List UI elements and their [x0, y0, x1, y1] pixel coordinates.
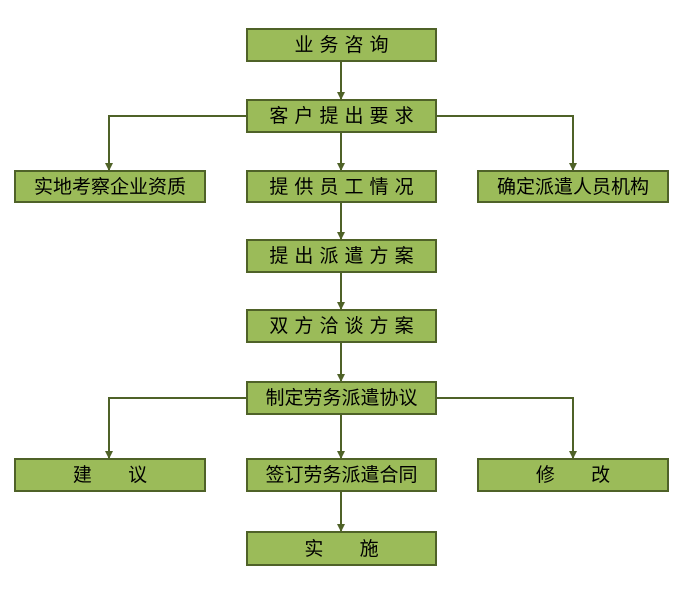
- connector-request-determine: [436, 115, 577, 171]
- connector-request-inspect: [105, 115, 247, 171]
- node-implement: 实 施: [246, 531, 437, 566]
- node-provide-label: 提 供 员 工 情 况: [269, 176, 413, 198]
- node-modify: 修 改: [477, 458, 669, 492]
- node-request: 客 户 提 出 要 求: [246, 99, 437, 133]
- node-agreement: 制定劳务派遣协议: [246, 381, 437, 415]
- node-propose: 提 出 派 遣 方 案: [246, 239, 437, 273]
- node-request-label: 客 户 提 出 要 求: [269, 105, 413, 127]
- connector-agreement-modify: [436, 397, 577, 459]
- node-determine-label: 确定派遣人员机构: [497, 176, 649, 198]
- node-contract-label: 签订劳务派遣合同: [265, 464, 417, 486]
- node-consult-label: 业 务 咨 询: [294, 34, 388, 56]
- node-negotiate: 双 方 洽 谈 方 案: [246, 309, 437, 343]
- node-contract: 签订劳务派遣合同: [246, 458, 437, 492]
- node-modify-label: 修 改: [536, 464, 610, 486]
- node-inspect-label: 实地考察企业资质: [34, 176, 186, 198]
- node-consult: 业 务 咨 询: [246, 28, 437, 62]
- node-suggest-label: 建 议: [73, 464, 147, 486]
- node-inspect: 实地考察企业资质: [14, 170, 206, 203]
- connector-agreement-suggest: [105, 397, 247, 459]
- node-agreement-label: 制定劳务派遣协议: [265, 387, 417, 409]
- node-suggest: 建 议: [14, 458, 206, 492]
- node-negotiate-label: 双 方 洽 谈 方 案: [269, 315, 413, 337]
- node-provide: 提 供 员 工 情 况: [246, 170, 437, 203]
- node-propose-label: 提 出 派 遣 方 案: [269, 245, 413, 267]
- node-implement-label: 实 施: [304, 538, 378, 560]
- node-determine: 确定派遣人员机构: [477, 170, 669, 203]
